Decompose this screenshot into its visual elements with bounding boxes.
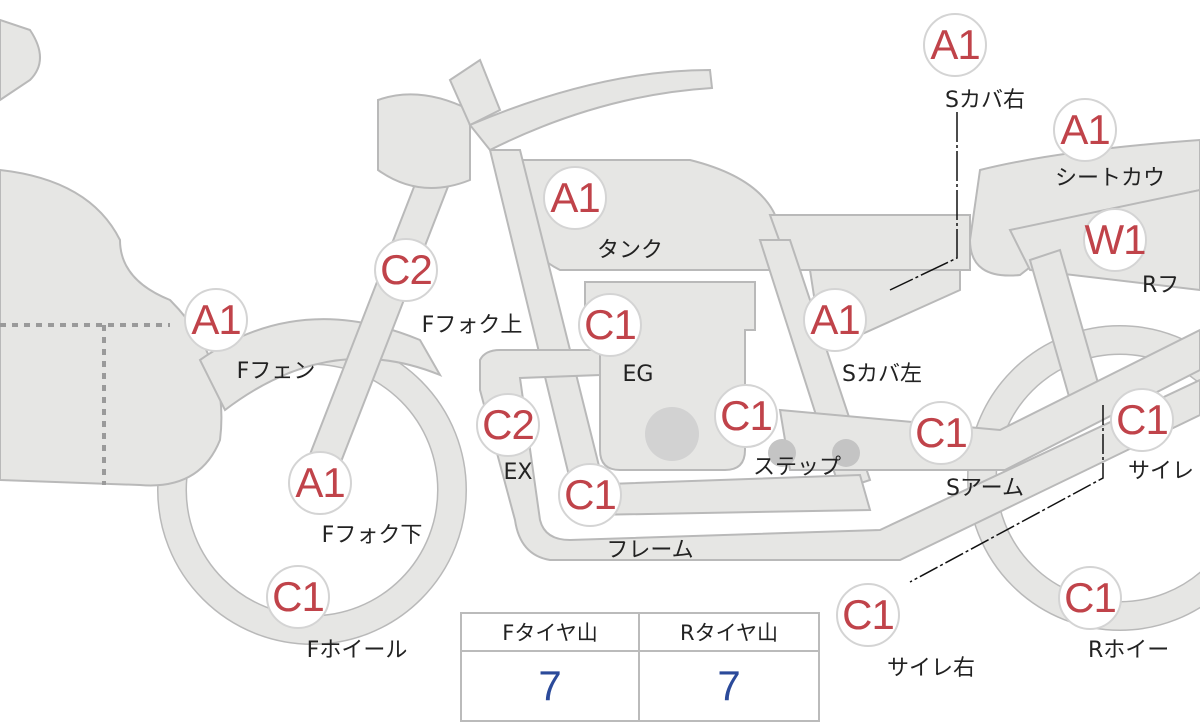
grade-badge-exhaust: C2 bbox=[476, 393, 540, 457]
grade-badge-seat-cowl: A1 bbox=[1053, 98, 1117, 162]
rear-tire-header: Rタイヤ山 bbox=[640, 614, 818, 652]
part-label-f-fork-lower: Fフォク下 bbox=[321, 523, 423, 548]
part-label-s-cover-left: Sカバ左 bbox=[842, 362, 922, 387]
part-label-frame: フレーム bbox=[606, 538, 694, 563]
part-label-seat-cowl: シートカウ bbox=[1055, 166, 1166, 191]
grade-badge-engine: C1 bbox=[578, 293, 642, 357]
grade-badge-s-cover-right: A1 bbox=[923, 13, 987, 77]
seat-shape bbox=[768, 214, 971, 271]
grade-badge-f-wheel: C1 bbox=[266, 565, 330, 629]
grade-badge-r-wheel: C1 bbox=[1058, 566, 1122, 630]
part-label-silencer-left: サイレ bbox=[1128, 459, 1195, 484]
grade-badge-frame: C1 bbox=[558, 463, 622, 527]
grade-badge-f-fork-upper: C2 bbox=[374, 238, 438, 302]
grade-badge-silencer-right: C1 bbox=[836, 583, 900, 647]
swing-arm-shape bbox=[778, 328, 1200, 471]
grade-badge-silencer-left: C1 bbox=[1110, 388, 1174, 452]
rear-tire-value: 7 bbox=[717, 662, 741, 709]
part-label-swing-arm: Sアーム bbox=[946, 476, 1024, 501]
grade-badge-swing-arm: C1 bbox=[909, 401, 973, 465]
part-label-engine: EG bbox=[622, 362, 654, 387]
part-label-silencer-right: サイレ右 bbox=[886, 656, 976, 681]
part-label-s-cover-right: Sカバ右 bbox=[945, 88, 1025, 113]
part-label-f-fork-upper: Fフォク上 bbox=[421, 313, 523, 338]
part-label-f-wheel: Fホイール bbox=[306, 638, 408, 663]
tire-tread-table: Fタイヤ山 Rタイヤ山 7 7 bbox=[460, 612, 820, 722]
part-label-r-fender: Rフ bbox=[1142, 273, 1180, 298]
grade-badge-f-fender: A1 bbox=[184, 288, 248, 352]
grade-badge-r-fender: W1 bbox=[1083, 208, 1147, 272]
part-label-tank: タンク bbox=[596, 238, 664, 263]
part-label-r-wheel: Rホイー bbox=[1088, 638, 1170, 663]
part-label-f-fender: Fフェン bbox=[236, 359, 316, 384]
exhaust-shape bbox=[479, 349, 1200, 561]
front-tire-header: Fタイヤ山 bbox=[462, 614, 640, 652]
grade-badge-s-cover-left: A1 bbox=[803, 288, 867, 352]
grade-badge-tank: A1 bbox=[543, 166, 607, 230]
fairing-shape bbox=[0, 18, 41, 102]
front-tire-value: 7 bbox=[462, 652, 640, 720]
grade-badge-step: C1 bbox=[714, 384, 778, 448]
grade-badge-f-fork-lower: A1 bbox=[288, 451, 352, 515]
part-label-exhaust: EX bbox=[503, 460, 533, 485]
part-label-step: ステップ bbox=[752, 455, 842, 480]
